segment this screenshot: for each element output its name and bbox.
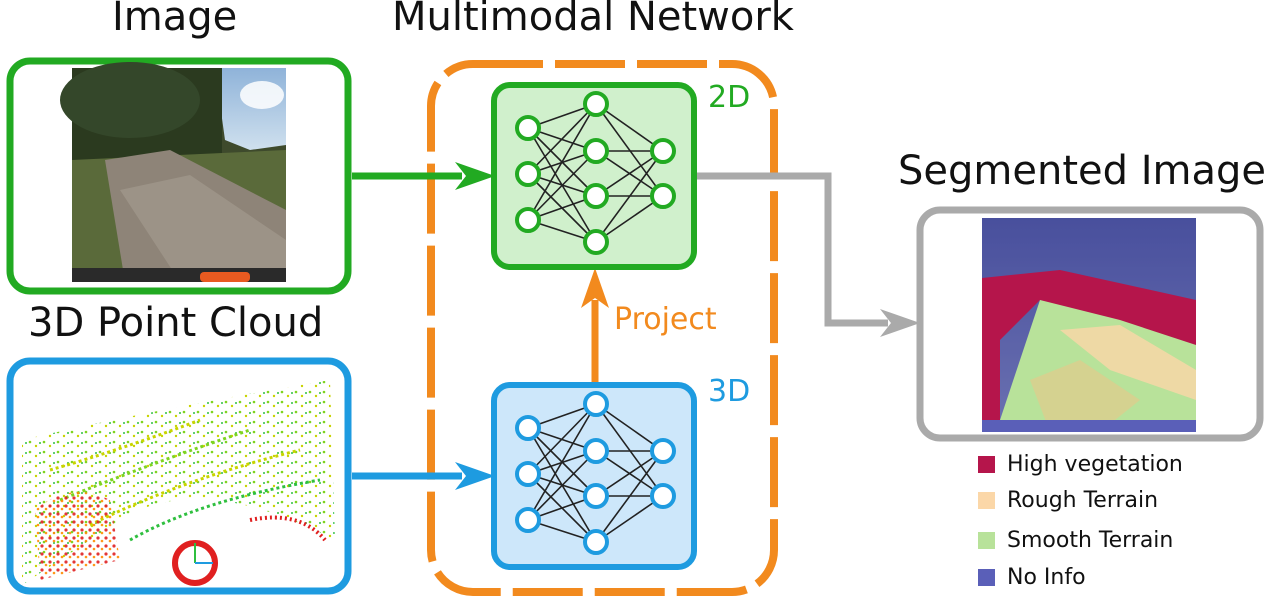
point-cloud-render xyxy=(22,380,335,586)
network-node xyxy=(583,529,609,555)
network-3d-box xyxy=(491,382,697,570)
network-node xyxy=(583,438,609,464)
network-node xyxy=(515,415,541,441)
segmented-image-box xyxy=(916,206,1264,442)
network-node xyxy=(583,229,609,255)
multimodal-network-box xyxy=(427,60,778,596)
legend-label: Rough Terrain xyxy=(1007,487,1159,513)
legend-swatch xyxy=(978,491,995,509)
legend-swatch xyxy=(978,455,995,473)
network-node xyxy=(515,507,541,533)
network-edge xyxy=(595,450,664,497)
network-3d-nodes xyxy=(515,391,676,555)
cloud-to-3d-arrow xyxy=(352,462,495,490)
legend-item-high-vegetation: High vegetation xyxy=(978,450,1183,478)
network-3d xyxy=(491,382,697,570)
network-node xyxy=(583,391,609,417)
network-edge xyxy=(527,103,597,175)
image-input-box xyxy=(6,57,352,295)
camera-image xyxy=(60,62,286,282)
network-edge xyxy=(527,403,597,521)
legend-item-smooth-terrain: Smooth Terrain xyxy=(978,526,1173,554)
network-3d-tag: 3D xyxy=(708,374,751,409)
legend-item-no-info: No Info xyxy=(978,563,1086,591)
network-edge xyxy=(595,403,664,452)
legend-label: High vegetation xyxy=(1007,451,1183,477)
network-edge xyxy=(595,450,664,543)
network-edge xyxy=(595,495,664,543)
legend-swatch xyxy=(978,531,995,549)
network-node xyxy=(650,483,676,509)
network-node xyxy=(650,138,676,164)
network-node xyxy=(583,183,609,209)
legend-label: No Info xyxy=(1007,564,1086,590)
network-edge xyxy=(527,150,597,221)
network-2d-tag: 2D xyxy=(708,80,751,115)
network-title: Multimodal Network xyxy=(392,0,794,40)
network-edge xyxy=(527,403,597,475)
project-label: Project xyxy=(614,302,717,337)
network-edge xyxy=(595,403,664,497)
network-2d-nodes xyxy=(515,91,676,255)
output-arrow xyxy=(697,172,920,337)
legend-label: Smooth Terrain xyxy=(1007,527,1174,553)
network-edge xyxy=(527,450,597,521)
network-node xyxy=(583,91,609,117)
network-node xyxy=(515,207,541,233)
point-cloud-box xyxy=(6,357,352,595)
segmented-image-title: Segmented Image xyxy=(898,148,1266,194)
network-edge xyxy=(595,103,664,152)
network-node xyxy=(583,138,609,164)
network-edge xyxy=(595,150,664,243)
network-edge xyxy=(527,103,597,221)
network-node xyxy=(650,438,676,464)
network-edge xyxy=(595,103,664,197)
legend-swatch xyxy=(978,568,995,586)
network-node xyxy=(515,461,541,487)
project-arrow xyxy=(581,268,609,382)
image-title: Image xyxy=(112,0,238,40)
point-cloud-title: 3D Point Cloud xyxy=(28,300,324,346)
network-edge xyxy=(595,195,664,243)
network-node xyxy=(515,115,541,141)
network-node xyxy=(583,483,609,509)
network-node xyxy=(515,161,541,187)
image-to-2d-arrow xyxy=(352,162,495,190)
segmented-image xyxy=(982,218,1196,432)
legend-item-rough-terrain: Rough Terrain xyxy=(978,486,1158,514)
network-2d-box xyxy=(491,82,697,270)
network-node xyxy=(650,183,676,209)
network-edge xyxy=(595,150,664,197)
network-2d xyxy=(491,82,697,270)
